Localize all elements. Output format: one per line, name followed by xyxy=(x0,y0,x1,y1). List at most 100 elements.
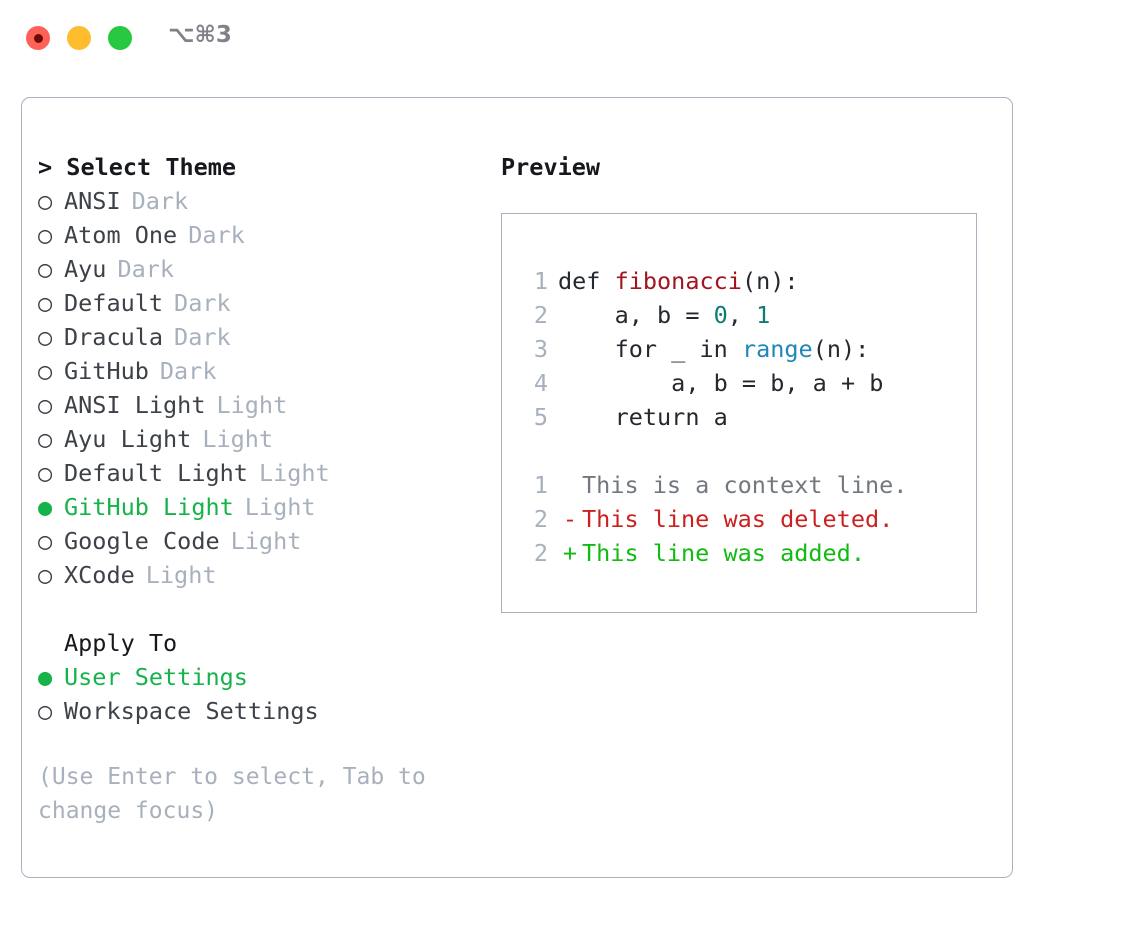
theme-list-item[interactable]: ○ GitHub Dark xyxy=(38,354,478,388)
code-token: (n): xyxy=(741,267,799,295)
line-number: 2 xyxy=(533,505,548,533)
window-controls xyxy=(26,26,132,50)
code-line: 5 return a xyxy=(524,400,976,434)
diff-sample: 1 This is a context line.2-This line was… xyxy=(524,468,976,570)
theme-name: Default xyxy=(64,289,164,317)
theme-list-item[interactable]: ○ Dracula Dark xyxy=(38,320,478,354)
code-token: (n): xyxy=(812,335,870,363)
code-token: a, b = xyxy=(558,301,714,329)
theme-list-item[interactable]: ● GitHub Light Light xyxy=(38,490,478,524)
apply-to-header: Apply To xyxy=(64,629,178,657)
apply-to-item[interactable]: ○ Workspace Settings xyxy=(38,694,478,728)
code-line: 4 a, b = b, a + b xyxy=(524,366,976,400)
code-line: 3 for _ in range(n): xyxy=(524,332,976,366)
diff-line: 2-This line was deleted. xyxy=(524,502,976,536)
radio-unselected-icon[interactable]: ○ xyxy=(38,425,53,453)
line-number: 3 xyxy=(533,335,548,363)
radio-unselected-icon[interactable]: ○ xyxy=(38,697,53,725)
theme-list-item[interactable]: ○ Ayu Dark xyxy=(38,252,478,286)
apply-to-item[interactable]: ● User Settings xyxy=(38,660,478,694)
line-number: 2 xyxy=(533,539,548,567)
radio-unselected-icon[interactable]: ○ xyxy=(38,357,53,385)
radio-selected-icon[interactable]: ● xyxy=(38,663,53,691)
theme-list-item[interactable]: ○ Google Code Light xyxy=(38,524,478,558)
maximize-button-icon[interactable] xyxy=(108,26,132,50)
window-title: ⌥⌘3 xyxy=(168,22,232,48)
theme-list-item[interactable]: ○ Atom One Dark xyxy=(38,218,478,252)
code-token: a, b = b, a + b xyxy=(558,369,884,397)
theme-name: Default Light xyxy=(64,459,248,487)
theme-variant-tag: Light xyxy=(244,493,316,521)
theme-name: GitHub xyxy=(64,357,149,385)
theme-name: Ayu xyxy=(64,255,107,283)
code-token: range xyxy=(741,335,813,363)
theme-name: Dracula xyxy=(64,323,164,351)
theme-list-item[interactable]: ○ ANSI Light Light xyxy=(38,388,478,422)
theme-variant-tag: Light xyxy=(230,527,302,555)
code-token: fibonacci xyxy=(614,267,742,295)
theme-name: Ayu Light xyxy=(64,425,192,453)
line-number: 4 xyxy=(533,369,548,397)
theme-name: Atom One xyxy=(64,221,178,249)
theme-list-item[interactable]: ○ Default Light Light xyxy=(38,456,478,490)
diff-line: 1 This is a context line. xyxy=(524,468,976,502)
radio-unselected-icon[interactable]: ○ xyxy=(38,561,53,589)
theme-variant-tag: Light xyxy=(258,459,330,487)
radio-unselected-icon[interactable]: ○ xyxy=(38,459,53,487)
theme-name: GitHub Light xyxy=(64,493,234,521)
close-button-icon[interactable] xyxy=(26,26,50,50)
code-token: 1 xyxy=(756,301,771,329)
code-line: 2 a, b = 0, 1 xyxy=(524,298,976,332)
theme-variant-tag: Dark xyxy=(188,221,245,249)
radio-selected-icon[interactable]: ● xyxy=(38,493,53,521)
theme-variant-tag: Dark xyxy=(174,323,231,351)
radio-unselected-icon[interactable]: ○ xyxy=(38,527,53,555)
line-number: 1 xyxy=(533,471,548,499)
theme-variant-tag: Dark xyxy=(174,289,231,317)
diff-text: This line was deleted. xyxy=(582,505,894,533)
theme-name: XCode xyxy=(64,561,135,589)
keyboard-hint: (Use Enter to select, Tab to change focu… xyxy=(38,764,440,824)
theme-name: Google Code xyxy=(64,527,220,555)
line-number: 2 xyxy=(533,301,548,329)
theme-name: ANSI Light xyxy=(64,391,206,419)
diff-line: 2 +This line was added. xyxy=(524,536,976,570)
radio-unselected-icon[interactable]: ○ xyxy=(38,323,53,351)
theme-variant-tag: Light xyxy=(216,391,288,419)
theme-variant-tag: Dark xyxy=(159,357,217,385)
diff-text: This is a context line. xyxy=(582,471,908,499)
theme-list-item[interactable]: ○ Default Dark xyxy=(38,286,478,320)
line-number: 5 xyxy=(533,403,548,431)
radio-unselected-icon[interactable]: ○ xyxy=(38,255,53,283)
diff-text: This line was added. xyxy=(582,539,865,567)
apply-to-label: User Settings xyxy=(64,663,248,691)
apply-to-label: Workspace Settings xyxy=(64,697,319,725)
preview-header: Preview xyxy=(501,153,601,181)
radio-unselected-icon[interactable]: ○ xyxy=(38,187,53,215)
minimize-button-icon[interactable] xyxy=(67,26,91,50)
line-number: 1 xyxy=(533,267,548,295)
code-token: 0 xyxy=(713,301,728,329)
code-token: def xyxy=(558,267,615,295)
theme-name: ANSI xyxy=(64,187,121,215)
radio-unselected-icon[interactable]: ○ xyxy=(38,391,53,419)
diff-marker: - xyxy=(562,505,578,533)
theme-variant-tag: Dark xyxy=(117,255,175,283)
spacer xyxy=(524,434,976,468)
radio-unselected-icon[interactable]: ○ xyxy=(38,289,53,317)
diff-marker xyxy=(558,468,582,502)
code-line: 1 def fibonacci(n): xyxy=(524,264,976,298)
radio-unselected-icon[interactable]: ○ xyxy=(38,221,53,249)
spacer xyxy=(38,592,478,626)
diff-marker: + xyxy=(562,539,578,567)
